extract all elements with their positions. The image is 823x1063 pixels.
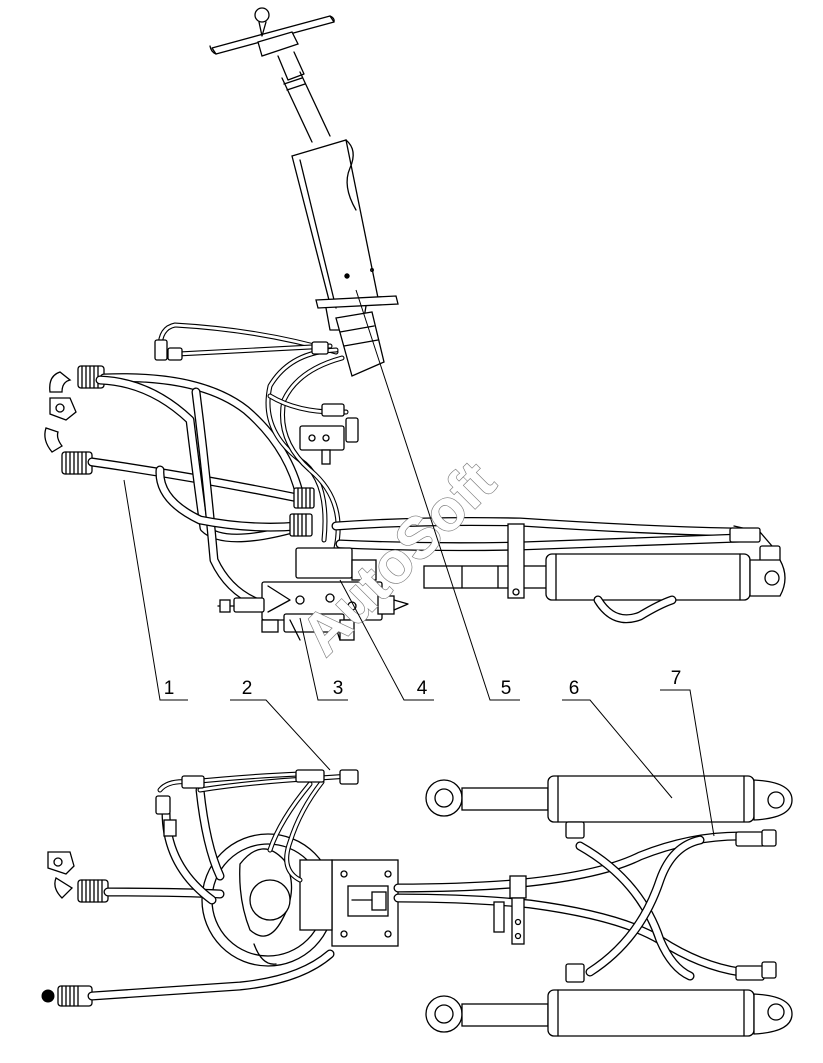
callout-1: 1 bbox=[123, 479, 188, 701]
callout-2: 2 bbox=[230, 678, 331, 771]
callout-6: 6 bbox=[562, 678, 673, 799]
callout-7: 7 bbox=[660, 668, 715, 837]
steering-column-assembly bbox=[209, 7, 399, 377]
callout-label-7: 7 bbox=[671, 668, 682, 689]
callout-4: 4 bbox=[339, 579, 434, 701]
bottom-view-assembly bbox=[41, 769, 793, 1037]
callout-3: 3 bbox=[299, 617, 348, 701]
callout-label-6: 6 bbox=[569, 678, 580, 699]
callout-5: 5 bbox=[355, 289, 520, 701]
callout-label-3: 3 bbox=[333, 678, 344, 699]
callout-label-1: 1 bbox=[164, 678, 175, 699]
hose-coupling-rings bbox=[289, 487, 315, 537]
callout-label-2: 2 bbox=[242, 678, 253, 699]
control-valve-block bbox=[217, 547, 409, 641]
top-hose-bundle bbox=[44, 322, 781, 607]
steering-cylinder-lower bbox=[425, 961, 793, 1037]
steering-cylinder-upper bbox=[425, 775, 793, 847]
callout-label-5: 5 bbox=[501, 678, 512, 699]
callout-label-4: 4 bbox=[417, 678, 428, 699]
steering-cylinder-top bbox=[423, 523, 786, 624]
